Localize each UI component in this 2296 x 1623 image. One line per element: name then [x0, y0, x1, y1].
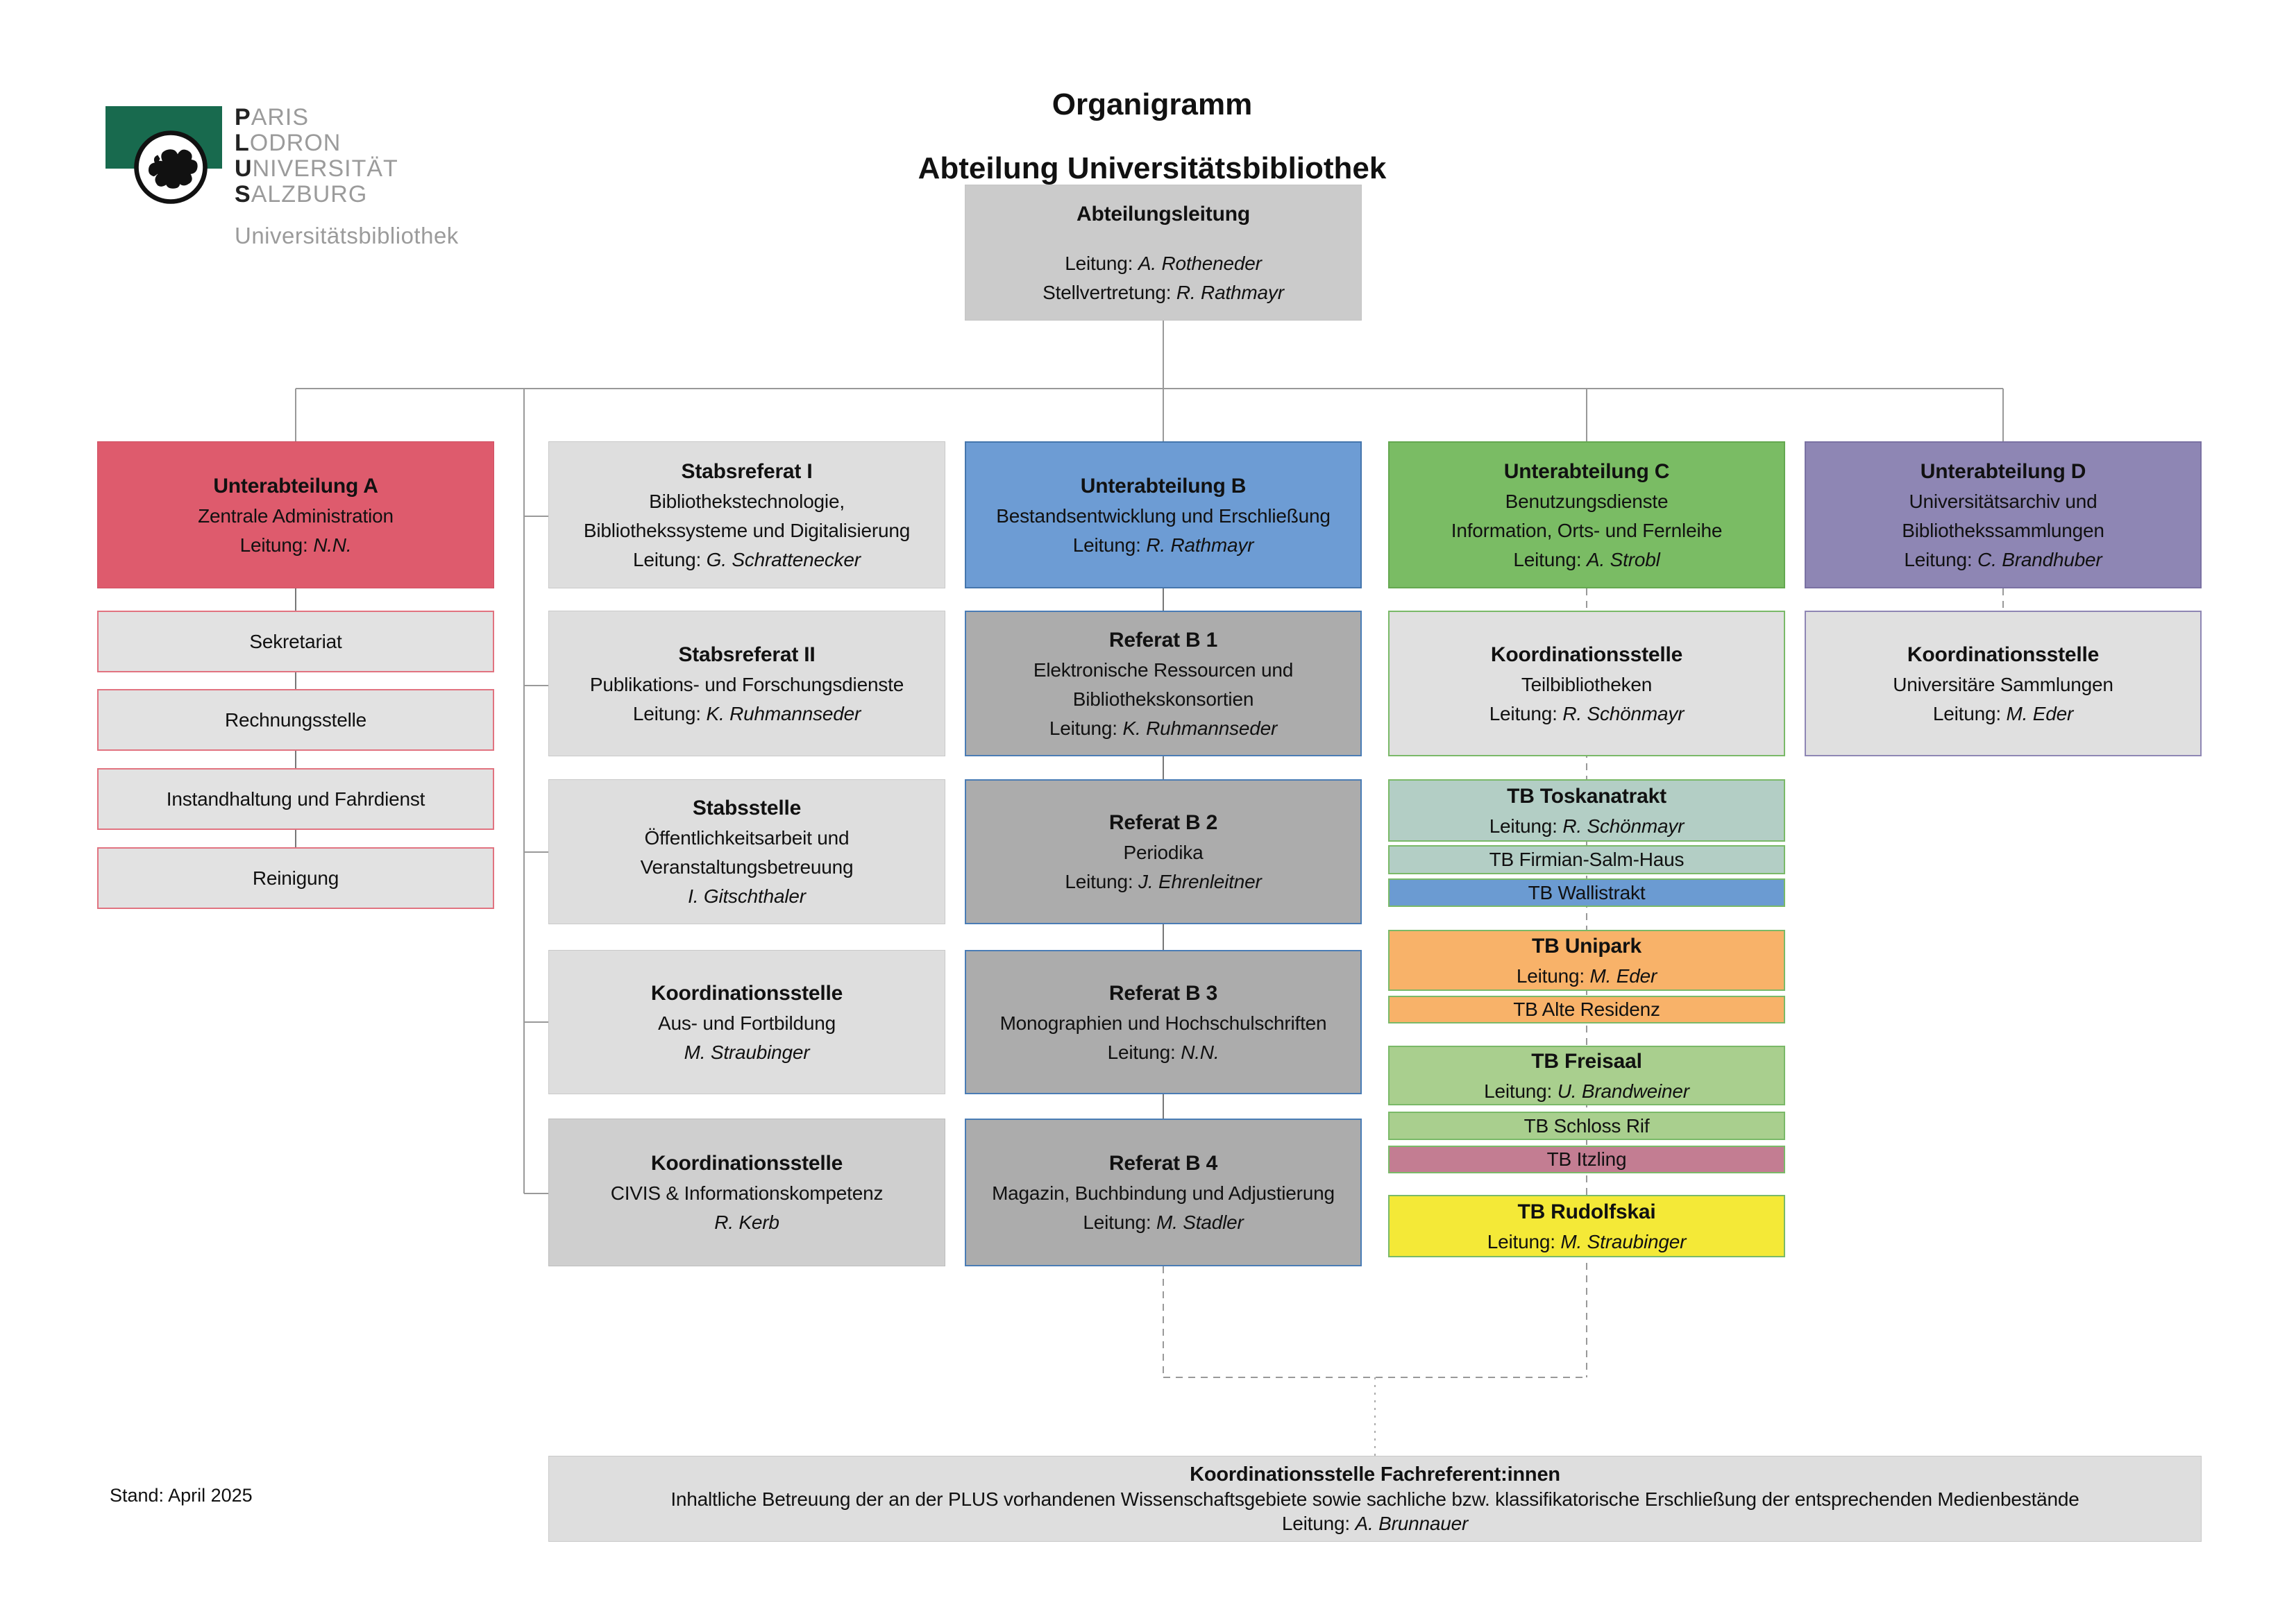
node-unterabteilung-d: Unterabteilung D Universitätsarchiv und …: [1805, 441, 2202, 588]
node-koordinationsstelle-sammlungen: Koordinationsstelle Universitäre Sammlun…: [1805, 611, 2202, 756]
node-sekretariat: Sekretariat: [97, 611, 494, 672]
node-stabsstelle: Stabsstelle Öffentlichkeitsarbeit und Ve…: [548, 779, 945, 924]
page-title: Organigramm Abteilung Universitätsbiblio…: [918, 87, 1387, 186]
node-reinigung: Reinigung: [97, 847, 494, 909]
node-unterabteilung-a: Unterabteilung A Zentrale Administration…: [97, 441, 494, 588]
node-unterabteilung-c: Unterabteilung C Benutzungsdienste Infor…: [1388, 441, 1785, 588]
node-tb-rudolfskai: TB Rudolfskai Leitung: M. Straubinger: [1388, 1195, 1785, 1257]
node-koordinationsstelle-fortbildung: Koordinationsstelle Aus- und Fortbildung…: [548, 950, 945, 1094]
plus-university-logo: PARIS LODRON UNIVERSITÄT SALZBURG Univer…: [105, 104, 494, 252]
node-koordinationsstelle-fachreferenten: Koordinationsstelle Fachreferent:innen I…: [548, 1456, 2202, 1542]
node-tb-toskanatrakt: TB Toskanatrakt Leitung: R. Schönmayr: [1388, 779, 1785, 842]
lion-crest-icon: [133, 129, 209, 205]
node-koordinationsstelle-civis: Koordinationsstelle CIVIS & Informations…: [548, 1119, 945, 1266]
logo-subtitle: Universitätsbibliothek: [235, 223, 459, 248]
stand-date: Stand: April 2025: [110, 1485, 253, 1506]
node-referat-b2: Referat B 2 Periodika Leitung: J. Ehrenl…: [965, 779, 1362, 924]
node-tb-unipark: TB Unipark Leitung: M. Eder: [1388, 930, 1785, 991]
node-tb-wallistrakt: TB Wallistrakt: [1388, 878, 1785, 907]
node-tb-schloss-rif: TB Schloss Rif: [1388, 1112, 1785, 1140]
node-tb-freisaal: TB Freisaal Leitung: U. Brandweiner: [1388, 1046, 1785, 1105]
node-instandhaltung-fahrdienst: Instandhaltung und Fahrdienst: [97, 768, 494, 830]
node-rechnungsstelle: Rechnungsstelle: [97, 689, 494, 751]
node-referat-b1: Referat B 1 Elektronische Ressourcen und…: [965, 611, 1362, 756]
node-abteilungsleitung: Abteilungsleitung Leitung: A. Rotheneder…: [965, 185, 1362, 321]
node-koordinationsstelle-teilbibliotheken: Koordinationsstelle Teilbibliotheken Lei…: [1388, 611, 1785, 756]
node-tb-itzling: TB Itzling: [1388, 1146, 1785, 1173]
node-stabsreferat-1: Stabsreferat I Bibliothekstechnologie, B…: [548, 441, 945, 588]
node-tb-firmian-salm-haus: TB Firmian-Salm-Haus: [1388, 845, 1785, 874]
node-referat-b4: Referat B 4 Magazin, Buchbindung und Adj…: [965, 1119, 1362, 1266]
node-referat-b3: Referat B 3 Monographien und Hochschulsc…: [965, 950, 1362, 1094]
node-stabsreferat-2: Stabsreferat II Publikations- und Forsch…: [548, 611, 945, 756]
node-unterabteilung-b: Unterabteilung B Bestandsentwicklung und…: [965, 441, 1362, 588]
logo-wordmark: PARIS LODRON UNIVERSITÄT SALZBURG: [235, 104, 398, 207]
node-tb-alte-residenz: TB Alte Residenz: [1388, 996, 1785, 1023]
